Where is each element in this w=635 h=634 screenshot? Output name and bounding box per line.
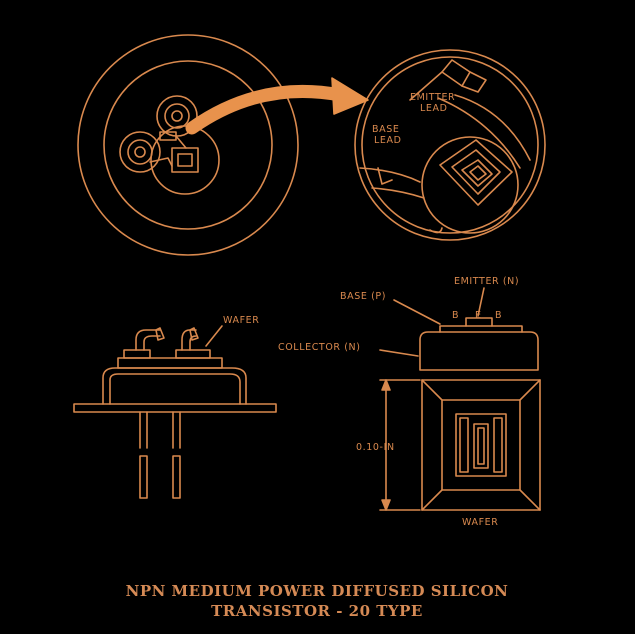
collector-n-label: COLLECTOR (N) [278,342,361,353]
pin-left [119,131,161,173]
wafer-cross-section [379,287,539,371]
base-p-label: BASE (P) [340,291,386,302]
magnified-view [354,49,546,241]
contact-e: E [475,310,482,321]
base-lead-label-2: LEAD [374,135,402,146]
caption-line-1: NPN MEDIUM POWER DIFFUSED SILICON [126,582,509,600]
contact-b-left: B [452,310,459,321]
wafer-top [379,379,541,511]
caption-line-2: TRANSISTOR - 20 TYPE [211,602,423,620]
wafer-bottom-label: WAFER [462,517,498,528]
outer-flange-circle [77,34,299,256]
side-view [73,325,277,499]
emitter-lead-label-1: EMITTER [410,92,455,103]
wafer-side-label: WAFER [223,315,259,326]
die-mount [149,125,220,195]
emitter-lead-label-2: LEAD [420,103,448,114]
caption: NPN MEDIUM POWER DIFFUSED SILICON TRANSI… [126,582,509,620]
base-lead-label-1: BASE [372,124,399,135]
inner-cap-circle [103,60,273,230]
dimension-label: 0.10-IN [356,442,395,453]
labels: EMITTER LEAD BASE LEAD WAFER EMITTER (N)… [223,92,519,528]
emitter-n-label: EMITTER (N) [454,276,519,287]
magnify-arrowhead [331,77,369,115]
contact-b-right: B [495,310,502,321]
magnify-arrow [185,84,347,135]
top-view-header [77,34,299,256]
